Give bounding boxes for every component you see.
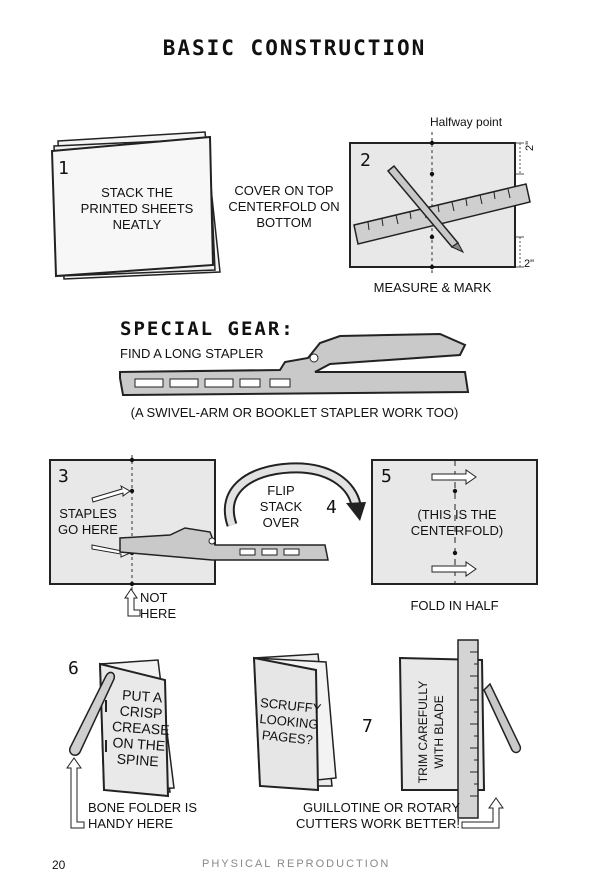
step-number-2: 2 bbox=[360, 150, 371, 171]
step1-text: STACK THE PRINTED SHEETS NEATLY bbox=[80, 185, 194, 232]
flip-arrow-illustration bbox=[223, 462, 366, 527]
step-number-6: 6 bbox=[68, 658, 79, 679]
long-stapler-illustration bbox=[119, 332, 470, 397]
step7-trim-text: TRIM CAREFULLY WITH BLADE bbox=[416, 680, 446, 784]
step6-caption: BONE FOLDER IS HANDY HERE bbox=[88, 800, 198, 831]
gear-note: (A SWIVEL-ARM OR BOOKLET STAPLER WORK TO… bbox=[130, 405, 459, 420]
step3-staples-text: STAPLES GO HERE bbox=[58, 506, 118, 537]
step6-text: PUT A CRISP CREASE ON THE SPINE bbox=[111, 686, 171, 770]
step4-text: FLIP STACK OVER bbox=[259, 483, 303, 530]
step5-caption: FOLD IN HALF bbox=[410, 598, 499, 613]
step1-side-note: COVER ON TOP CENTERFOLD ON BOTTOM bbox=[228, 183, 340, 230]
step5-text: (THIS IS THE CENTERFOLD) bbox=[410, 507, 504, 538]
step-number-4: 4 bbox=[326, 497, 337, 518]
step2-caption: MEASURE & MARK bbox=[373, 280, 492, 295]
stacked-sheets-illustration bbox=[50, 131, 221, 280]
step-number-5: 5 bbox=[381, 466, 392, 487]
measure-bottom-label: 2" bbox=[524, 258, 535, 270]
trim-booklet-illustration bbox=[398, 639, 522, 829]
step-number-7: 7 bbox=[362, 716, 373, 737]
step-number-3: 3 bbox=[58, 466, 69, 487]
page-number: 20 bbox=[52, 858, 66, 872]
step7-scruffy-text: SCRUFFY LOOKING PAGES? bbox=[258, 694, 323, 748]
staple-sheet-illustration bbox=[49, 455, 329, 617]
crease-booklet-illustration bbox=[66, 659, 175, 829]
step-number-1: 1 bbox=[58, 158, 69, 179]
measure-top-label: 2" bbox=[524, 140, 536, 151]
halfway-label: Halfway point bbox=[430, 115, 503, 129]
special-gear-title: SPECIAL GEAR: bbox=[120, 318, 295, 340]
measure-sheet-illustration bbox=[349, 132, 531, 275]
fold-sheet-illustration bbox=[371, 459, 538, 585]
section-name: PHYSICAL REPRODUCTION bbox=[202, 858, 391, 870]
page-title: BASIC CONSTRUCTION bbox=[162, 36, 427, 60]
scruffy-booklet-illustration bbox=[252, 653, 337, 792]
step7-caption: GUILLOTINE OR ROTARY CUTTERS WORK BETTER… bbox=[296, 800, 460, 831]
gear-find-text: FIND A LONG STAPLER bbox=[120, 346, 264, 361]
step3-not-here: NOT HERE bbox=[140, 590, 177, 621]
